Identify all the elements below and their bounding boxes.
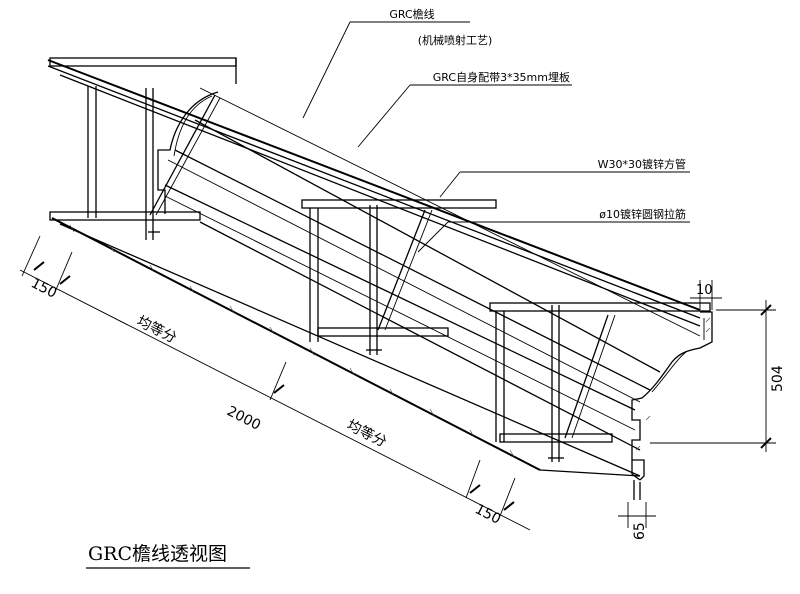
annotations: GRC檐线 (机械喷射工艺) GRC自身配带3*35mm埋板 W30*30镀锌方… xyxy=(302,7,690,253)
label-square-tube: W30*30镀锌方管 xyxy=(598,157,686,171)
dim-drip: 65 xyxy=(632,522,648,540)
right-end-frame xyxy=(489,302,713,500)
middle-top-plate xyxy=(301,199,497,209)
top-inner-line-2 xyxy=(199,87,701,337)
height-dimension: 504 xyxy=(650,300,786,452)
length-dimension: 150 均等分 2000 均等分 150 xyxy=(19,235,531,531)
label-round-bar: ø10镀锌圆钢拉筋 xyxy=(599,207,686,221)
dimension-line xyxy=(19,269,531,531)
dim-top-lip: 10 xyxy=(696,283,713,298)
dim-equal-div-2: 均等分 xyxy=(344,416,389,450)
dim-height: 504 xyxy=(770,365,786,392)
bottom-edge-line xyxy=(51,217,541,471)
top-edge-line xyxy=(47,59,701,311)
leader-square-tube xyxy=(439,171,461,198)
leader-grc-cornice xyxy=(302,21,351,119)
middle-frame xyxy=(301,199,497,355)
dim-right-end: 150 xyxy=(472,501,503,527)
right-profile-section xyxy=(631,311,713,481)
middle-bottom-plate xyxy=(317,327,449,337)
label-grc-cornice: GRC檐线 xyxy=(389,7,434,21)
left-top-plate xyxy=(49,57,237,67)
label-embedded-plate: GRC自身配带3*35mm埋板 xyxy=(433,70,570,84)
drawing-title: GRC檐线透视图 xyxy=(88,543,227,565)
bottom-hatch xyxy=(69,224,515,458)
top-edge-line-2 xyxy=(47,65,701,319)
right-bottom-plate xyxy=(499,433,613,443)
right-tie-rod xyxy=(564,314,609,439)
left-profile-curve xyxy=(157,91,219,214)
profile-line-5 xyxy=(164,195,636,431)
dim-left-end: 150 xyxy=(28,275,59,301)
drip-dimension: 65 xyxy=(618,502,656,540)
profile-line-1 xyxy=(194,119,661,373)
left-end-frame xyxy=(49,57,237,240)
dim-total-length: 2000 xyxy=(224,403,263,433)
middle-tie-rod xyxy=(377,209,426,331)
profile-line-4 xyxy=(164,184,636,411)
cornice-body xyxy=(47,59,701,477)
leader-round-bar xyxy=(417,221,449,253)
label-spray-process: (机械喷射工艺) xyxy=(418,33,493,47)
left-bottom-plate xyxy=(49,211,201,221)
left-tie-rod xyxy=(149,94,216,216)
drip-edge xyxy=(631,460,641,500)
top-lip-dimension: 10 xyxy=(690,280,722,310)
profile-line-2 xyxy=(174,149,651,391)
leader-embedded-plate xyxy=(357,84,411,148)
dim-equal-div-1: 均等分 xyxy=(134,312,179,346)
right-top-plate xyxy=(489,302,711,312)
